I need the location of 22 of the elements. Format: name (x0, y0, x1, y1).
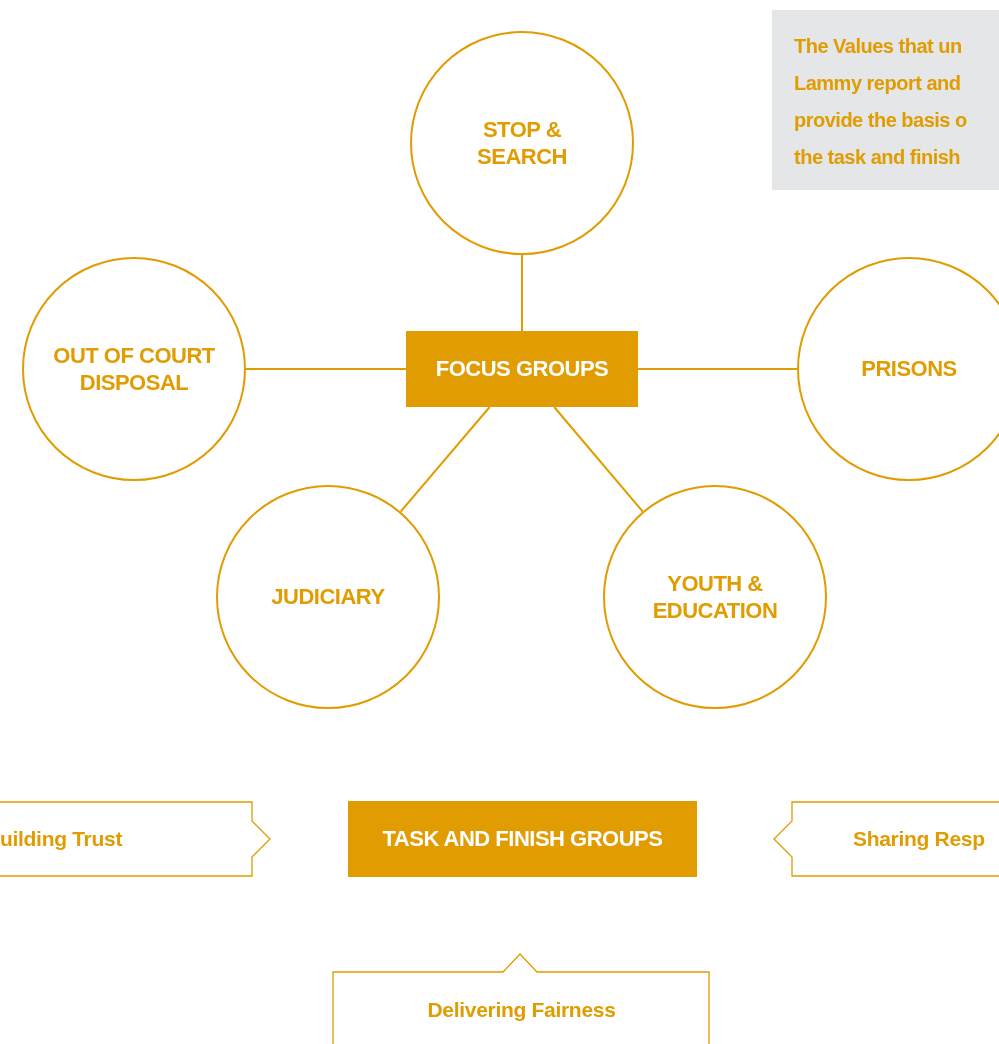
connector-line (637, 368, 798, 370)
label-text: OUT OF COURT DISPOSAL (52, 341, 216, 397)
label-text: YOUTH & EDUCATION (651, 569, 779, 625)
label-text: Sharing Resp (853, 825, 985, 852)
note-text: The Values that un Lammy report and provide the basis o the task and finish (794, 34, 968, 170)
label-text: JUDICIARY (271, 583, 385, 611)
value-tag (0, 801, 271, 877)
label-text: PRISONS (861, 355, 957, 383)
label-text: TASK AND FINISH GROUPS (382, 825, 663, 853)
heading-box (348, 801, 697, 877)
label-text: Delivering Fairness (427, 997, 616, 1023)
connector-line (521, 254, 523, 332)
connector-line (553, 406, 644, 513)
value-tag (773, 801, 999, 877)
label-text: FOCUS GROUPS (435, 355, 609, 383)
label-text: STOP & SEARCH (476, 115, 568, 171)
connector-line (399, 406, 491, 513)
note-panel (772, 10, 999, 190)
value-tag (333, 953, 710, 1044)
connector-line (245, 368, 407, 370)
label-text: uilding Trust (0, 825, 123, 852)
heading-box (406, 331, 638, 407)
